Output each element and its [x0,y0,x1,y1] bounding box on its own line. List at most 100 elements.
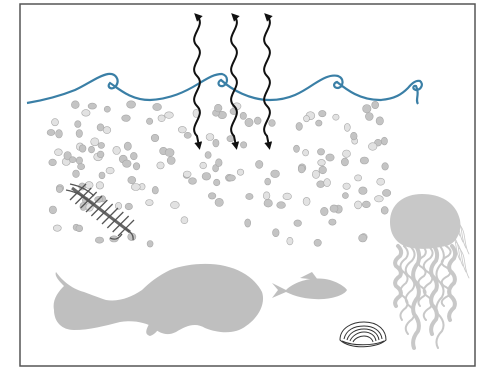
particle [85,182,93,189]
particle [326,154,334,161]
particle [153,103,162,110]
particle [342,193,348,199]
particle [79,145,86,152]
particle [254,117,261,124]
particle [215,198,223,206]
particle [97,124,104,131]
particle [265,178,271,185]
particle [76,157,82,164]
particle [376,117,383,125]
particle [55,149,63,156]
particle [314,239,321,246]
particle [343,150,351,157]
particle [124,142,131,150]
particle [303,149,309,156]
particle [75,121,81,128]
particle [355,201,362,209]
particle [184,132,191,138]
particle [344,123,350,131]
particle [99,172,105,179]
particle [76,225,83,232]
particle [318,159,326,165]
particle [53,225,61,231]
particle [214,104,222,112]
particle [368,143,377,151]
particle [287,237,293,245]
particle [246,193,253,199]
particle [359,187,367,195]
particle [125,203,132,210]
particle [372,101,379,108]
particle [283,193,292,200]
particle [296,122,302,130]
particle [362,201,370,208]
particle [88,103,96,109]
particle [240,112,246,119]
particle [316,120,322,126]
particle [88,146,94,153]
particle [298,165,305,173]
particle [130,152,137,159]
particle [216,159,223,167]
particle [152,186,158,194]
particle [76,130,82,138]
particle [277,202,286,209]
particle [317,181,325,188]
particle [240,142,246,148]
particle [341,158,348,166]
particle [49,206,56,214]
particle [128,176,136,183]
particle [227,175,236,181]
particle [97,151,104,158]
particle [312,170,319,178]
particle [98,142,105,148]
particle [264,199,272,207]
particle [381,207,388,215]
particle [324,179,331,187]
particle [256,160,263,168]
particle [131,184,140,191]
particle [165,112,174,119]
particle [171,201,180,208]
particle [96,182,104,189]
particle [151,134,159,141]
particle [317,149,324,156]
particle [205,152,211,159]
particle [158,115,165,122]
particle [71,101,79,109]
particle [343,183,350,189]
particle [82,110,90,117]
particle [91,138,99,146]
particle [329,219,336,225]
particle [273,229,280,237]
particle [319,110,326,116]
particle [167,157,175,165]
particle [49,159,57,166]
particle [157,162,164,169]
particle [200,162,207,169]
particle [146,200,154,206]
particle [52,119,59,126]
particle [319,166,327,174]
particle [56,130,63,138]
particle [330,205,338,212]
particle [202,173,211,181]
particle [355,175,362,181]
particle [214,179,220,186]
particle [271,170,280,178]
particle [213,139,219,147]
particle [133,163,140,170]
particle [189,178,197,185]
particle [113,146,121,154]
particle [178,126,186,133]
particle [294,220,302,227]
particle [104,106,110,112]
particle [377,178,385,185]
particle [78,164,85,170]
particle [360,157,368,164]
particle [106,167,114,174]
particle [47,129,55,135]
particle [146,118,152,124]
particle [351,132,358,140]
particle [359,234,367,242]
